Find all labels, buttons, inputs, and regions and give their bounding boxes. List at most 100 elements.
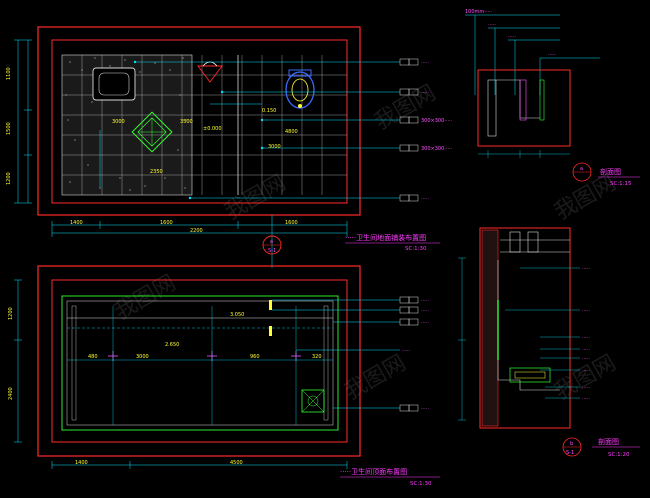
- dim-bottom: 4500: [230, 460, 243, 466]
- ceiling-outline: [61, 295, 339, 431]
- light-box: [509, 231, 521, 253]
- plan-scale: SC:1:30: [405, 246, 427, 252]
- dimension-lines: [14, 279, 348, 469]
- floor-medallion: [131, 111, 173, 153]
- wall-hatch: [481, 229, 499, 427]
- note-leaders: [465, 14, 600, 95]
- section-title: 剖面图: [598, 437, 619, 446]
- dim-label: 3500: [180, 119, 193, 125]
- callout-text: ·····: [421, 406, 429, 412]
- leader-dots: [133, 60, 264, 200]
- dim-left: 2400: [8, 387, 14, 400]
- detail-marker-label: a: [580, 166, 583, 172]
- leader-lines: [99, 61, 400, 199]
- dim-bottom: 1600: [160, 220, 173, 226]
- dim-label: 320: [312, 354, 322, 360]
- section-note: 100mm·····: [465, 9, 493, 15]
- drain-arc: [202, 61, 218, 67]
- section-frame: [477, 69, 571, 147]
- callout-text: ·····: [421, 308, 429, 314]
- detail-marker-label: b: [570, 441, 573, 447]
- dim-left: 1500: [6, 122, 12, 135]
- floor-plan-top: ····· ····· 300×300····· 300×300····· ··…: [6, 26, 453, 252]
- callout-text: 300×300·····: [421, 118, 453, 124]
- inner-wall: [51, 39, 348, 204]
- dim-label: 2350: [150, 169, 163, 175]
- callout-text: ·····: [421, 90, 429, 96]
- level-label: ±0.000: [203, 126, 222, 132]
- section-note: ·····: [582, 308, 590, 314]
- callout-text: 300×300·····: [421, 146, 453, 152]
- leader-lines: [272, 299, 400, 409]
- trim: [539, 79, 545, 121]
- ceiling-plan-bottom: 3.050 2.650 480 3000 960 320 ····· ·····…: [8, 265, 440, 487]
- section-note: ·····: [582, 347, 590, 353]
- dim-left: 1200: [8, 307, 14, 320]
- dim-total: 2200: [190, 228, 203, 234]
- section-note: ·····: [582, 356, 590, 362]
- callout-boxes-bottom: [399, 296, 419, 412]
- dimension-lines: [14, 39, 348, 237]
- callout-text: ·····: [421, 320, 429, 326]
- dim-label: 3000: [268, 144, 281, 150]
- toilet-symbol: [285, 69, 315, 109]
- dim-bottom: 1600: [285, 220, 298, 226]
- callout-text: ·····: [421, 60, 429, 66]
- note-leaders: [458, 257, 580, 421]
- section-marker-label: a: [270, 239, 273, 245]
- stone-speckle: [65, 57, 187, 191]
- light-fixture: [269, 300, 272, 310]
- section-scale: SC:1:20: [608, 452, 630, 458]
- section-note: ·····: [582, 266, 590, 272]
- profile-line: [496, 79, 540, 119]
- ceiling-inner: [66, 300, 334, 426]
- watermark: 我图网: [341, 351, 411, 406]
- basin-section: [509, 367, 551, 383]
- section-scale: SC:1:15: [610, 181, 632, 187]
- callout-text: ·····: [421, 196, 429, 202]
- inner-wall: [51, 279, 348, 443]
- basin-bowl: [98, 72, 130, 96]
- dimension-lines: [478, 150, 570, 158]
- dim-label: 480: [88, 354, 98, 360]
- dim-label: 3000: [112, 119, 125, 125]
- inner-dimension-lines: [67, 306, 333, 425]
- wall-section: [487, 79, 497, 137]
- section-note: ·····: [582, 385, 590, 391]
- exhaust-fan-symbol: [301, 389, 325, 413]
- section-note: ·····: [508, 34, 516, 40]
- section-frame: [479, 227, 571, 429]
- section-detail-b: ····· ····· ····· ····· ····· ····· ····…: [458, 227, 640, 458]
- watermark: 我图网: [371, 81, 441, 136]
- section-marker-a: a S-1: [262, 215, 282, 268]
- section-note: ·····: [582, 335, 590, 341]
- plan-title: ·····卫生间顶面布置图: [340, 467, 407, 476]
- dim-label: 960: [250, 354, 260, 360]
- cove-right: [323, 305, 329, 421]
- basin-inner: [514, 371, 546, 379]
- level-label: 0.150: [262, 108, 276, 114]
- callout-boxes-top: [399, 58, 419, 202]
- section-note: ·····: [548, 52, 556, 58]
- outer-wall: [37, 265, 361, 457]
- basin-symbol: [92, 67, 136, 101]
- cove-left: [71, 305, 77, 421]
- callout-text: ·····: [421, 298, 429, 304]
- dim-left: 1200: [6, 172, 12, 185]
- section-note: ·····: [488, 22, 496, 28]
- plan-scale: SC:1:30: [410, 481, 432, 487]
- section-note: ·····: [582, 368, 590, 374]
- dim-left: 1100: [6, 67, 12, 80]
- watermark: 我图网: [111, 271, 181, 326]
- level-label: 3.050: [230, 312, 244, 318]
- dim-bottom: 1400: [75, 460, 88, 466]
- level-label: 2.650: [165, 342, 179, 348]
- outer-wall: [37, 26, 361, 216]
- section-title: 剖面图: [600, 167, 621, 176]
- watermark: 我图网: [551, 171, 621, 226]
- dim-bottom: 1400: [70, 220, 83, 226]
- plan-title: ·····卫生间地面铺装布置图: [345, 233, 426, 242]
- light-fixture: [269, 326, 272, 336]
- dim-label: 3000: [136, 354, 149, 360]
